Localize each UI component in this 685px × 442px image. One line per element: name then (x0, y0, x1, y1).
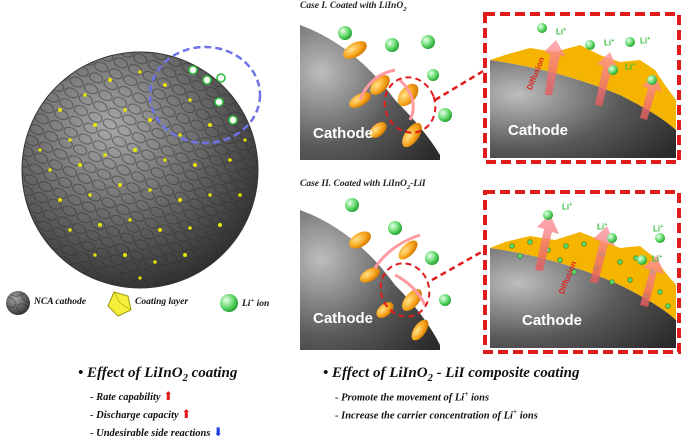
nca-sphere (21, 51, 259, 289)
case2-li-label-3: Li+ (653, 224, 664, 234)
legend-nca-label: NCA cathode (34, 297, 86, 307)
case2-zoom-panel (483, 190, 681, 354)
case1-li-label-4: Li+ (625, 62, 636, 72)
case2-small-panel (300, 198, 486, 350)
case2-li-label-4: Li+ (652, 254, 663, 264)
case1-zoom-cathode-label: Cathode (508, 122, 568, 139)
case1-li-label-3: Li+ (640, 36, 651, 46)
nca-legend-icon (6, 291, 30, 315)
effect1-title: • Effect of LiInO2 coating (78, 365, 238, 384)
effect1-item-rate: - Rate capability ⬆ (90, 389, 174, 403)
case1-cathode-label: Cathode (313, 125, 373, 142)
effect1-item-capacity: - Discharge capacity ⬆ (90, 407, 192, 421)
case1-zoom-panel (483, 12, 681, 164)
case1-small-panel (300, 25, 486, 160)
coating-legend-icon (107, 291, 132, 317)
case1-li-label-1: Li+ (556, 27, 567, 37)
case2-cathode-label: Cathode (313, 310, 373, 327)
red-up-arrow-icon: ⬆ (181, 407, 192, 421)
blue-down-arrow-icon: ⬇ (213, 425, 224, 439)
zoom-indicator (148, 45, 262, 145)
coating-dots (38, 70, 247, 280)
effect2-item-concentration: - Increase the carrier concentration of … (335, 407, 538, 422)
legend-li-label: Li+ ion (242, 297, 270, 310)
legend-coating-label: Coating layer (135, 297, 189, 307)
case1-title: Case I. Coated with LiInO2 (300, 1, 407, 13)
case2-li-label-2: Li+ (597, 222, 608, 232)
effect2-item-movement: - Promote the movement of Li+ ions (335, 389, 490, 404)
red-up-arrow-icon: ⬆ (163, 389, 174, 403)
effect2-title: • Effect of LiInO2 - LiI composite coati… (323, 365, 580, 384)
effect1-item-side-reactions: - Undesirable side reactions ⬇ (90, 425, 224, 439)
case2-zoom-cathode-label: Cathode (522, 312, 582, 329)
li-ion-legend-icon (220, 294, 238, 312)
case1-li-label-2: Li+ (604, 38, 615, 48)
case2-title: Case II. Coated with LiInO2-LiI (300, 179, 426, 191)
case2-li-label-1: Li+ (562, 202, 573, 212)
